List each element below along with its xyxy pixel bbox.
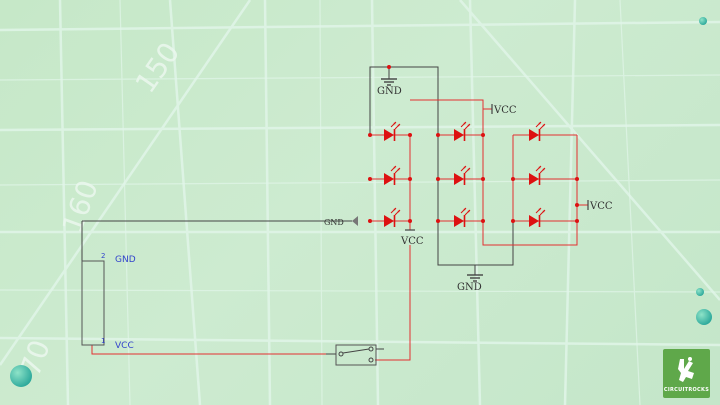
switch-component (326, 344, 384, 366)
net-flag-icon (352, 216, 358, 226)
label-gnd-wire: GND (324, 218, 344, 227)
led-array (383, 121, 546, 228)
led-icon (383, 165, 401, 186)
ground-icon (380, 78, 398, 86)
led-icon (383, 121, 401, 142)
decor-bubble-icon (696, 288, 704, 296)
circuitrocks-logo: CIRCUITROCKS (663, 349, 710, 398)
logo-text: CIRCUITROCKS (664, 387, 709, 393)
led-icon (453, 207, 471, 228)
logo-icon: CIRCUITROCKS (664, 357, 709, 393)
led-icon (528, 207, 546, 228)
label-vcc-right: VCC (589, 201, 613, 212)
label-gnd-bottom: GND (457, 282, 482, 293)
led-icon (453, 165, 471, 186)
decor-bubble-icon (696, 309, 712, 325)
label-vcc-mid: VCC (400, 236, 424, 247)
battery-component: 2 GND 1 VCC (81, 252, 136, 351)
led-icon (383, 207, 401, 228)
label-vcc-top: VCC (493, 105, 517, 116)
ground-icon (466, 274, 484, 282)
decor-bubble-icon (699, 17, 707, 25)
battery-pin1-label: VCC (115, 341, 134, 351)
led-icon (528, 121, 546, 142)
battery-pin2-number: 2 (101, 252, 105, 260)
battery-pin2-label: GND (115, 255, 136, 265)
label-gnd-top: GND (377, 86, 402, 97)
battery-pin1-number: 1 (101, 337, 105, 345)
led-icon (528, 165, 546, 186)
led-icon (453, 121, 471, 142)
decor-bubble-icon (10, 365, 32, 387)
